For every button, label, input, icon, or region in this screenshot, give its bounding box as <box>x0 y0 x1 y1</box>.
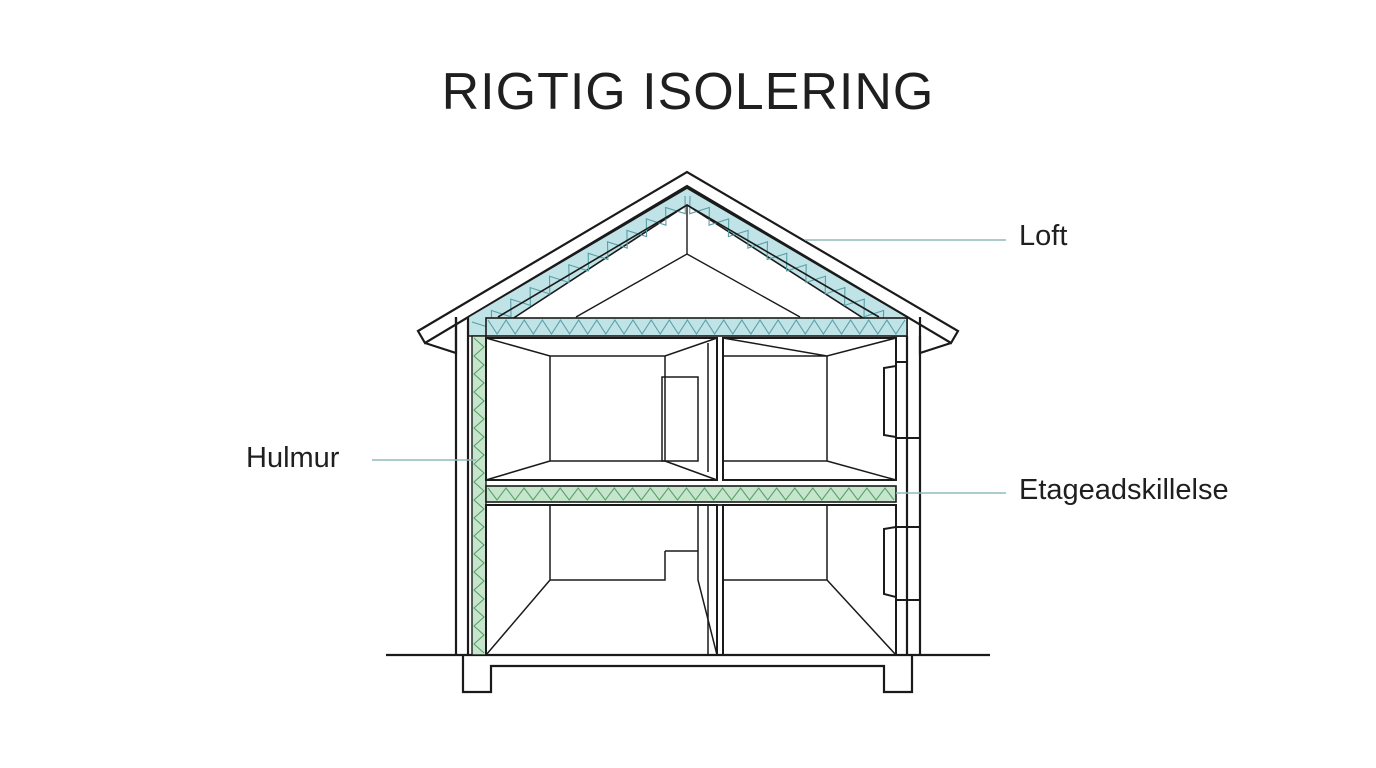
label-etageadskillelse: Etageadskillelse <box>1019 474 1229 506</box>
attic-back <box>575 253 801 318</box>
attic-floor-insulation <box>485 317 908 337</box>
foundation <box>461 655 914 694</box>
diagram-title: RIGTIG ISOLERING <box>441 63 935 121</box>
upper-left-room <box>485 337 718 481</box>
upper-door <box>661 376 699 462</box>
label-loft: Loft <box>1019 220 1068 252</box>
window-lower <box>883 526 921 655</box>
label-hulmur: Hulmur <box>246 442 340 474</box>
upper-right-room <box>722 337 897 481</box>
lower-left-room <box>485 504 718 656</box>
